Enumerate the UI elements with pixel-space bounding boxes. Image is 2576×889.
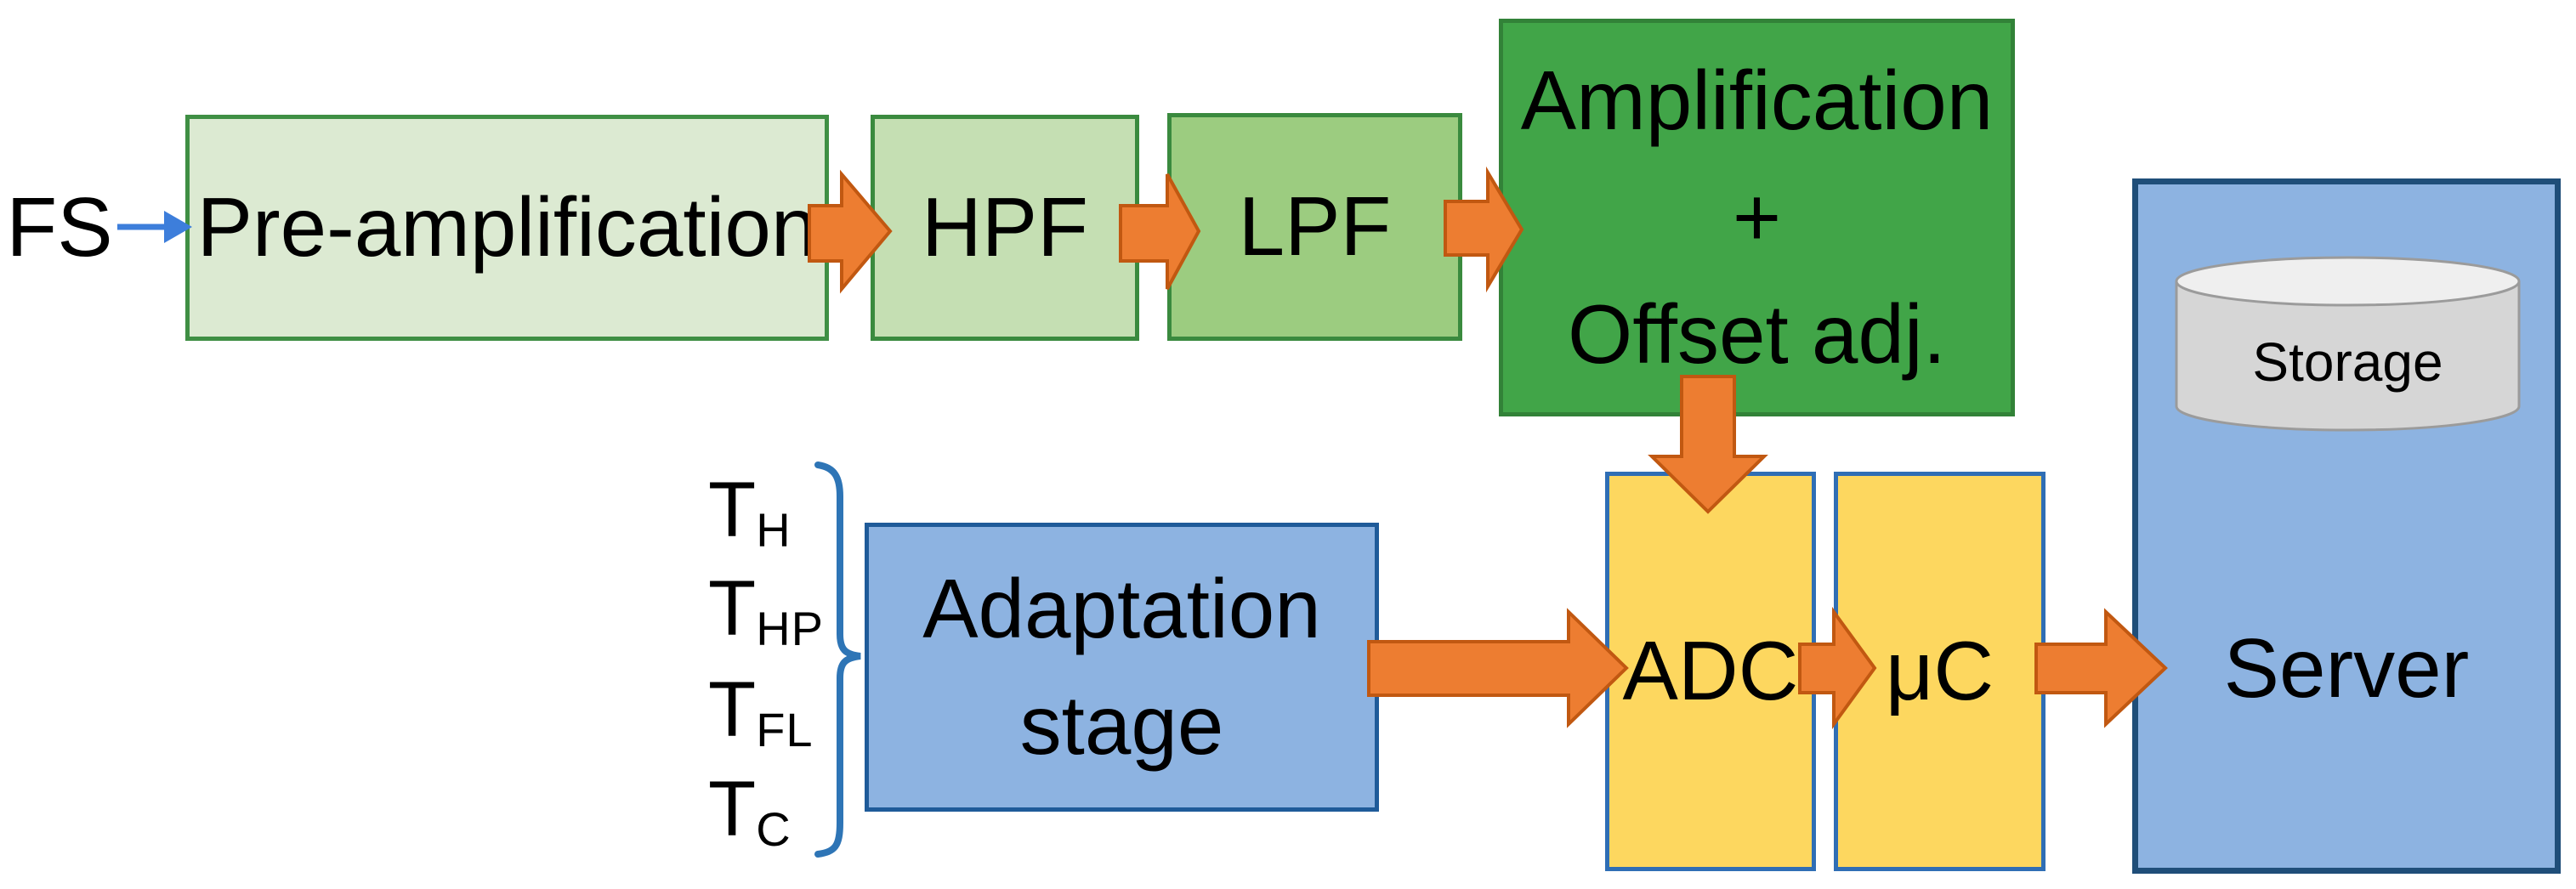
fs-input-label: FS [6, 180, 113, 274]
adc-label: ADC [1622, 624, 1799, 718]
server-label: Server [2223, 621, 2470, 715]
node-amplification-offset: Amplification + Offset adj. [1499, 19, 2015, 416]
temp-input-tfl: TFL [708, 666, 814, 757]
node-adc: ADC [1605, 472, 1816, 871]
node-hpf: HPF [871, 115, 1139, 341]
temp-input-tc: TC [708, 766, 792, 857]
hpf-label: HPF [922, 180, 1088, 275]
fs-arrow-icon [117, 211, 192, 243]
node-pre-amplification: Pre-amplification [185, 115, 829, 341]
pre-amplification-label: Pre-amplification [196, 180, 818, 275]
node-server [2132, 178, 2561, 874]
adaptation-label-line1: Adaptation [922, 561, 1321, 655]
microcontroller-label: μC [1885, 624, 1994, 718]
node-lpf: LPF [1167, 113, 1462, 341]
amplification-label-line1: Amplification [1520, 54, 1994, 148]
storage-label: Storage [2252, 331, 2443, 393]
node-adaptation-stage: Adaptation stage [865, 523, 1379, 812]
amplification-label-line2: + [1732, 170, 1782, 264]
amplification-label-line3: Offset adj. [1568, 286, 1946, 381]
lpf-label: LPF [1238, 179, 1392, 274]
arrow-adaptation-to-adc-icon [1367, 608, 1629, 728]
node-microcontroller: μC [1834, 472, 2045, 871]
adaptation-label-line2: stage [1019, 678, 1224, 772]
temp-input-th: TH [708, 467, 792, 558]
temp-input-thp: THP [708, 565, 824, 656]
